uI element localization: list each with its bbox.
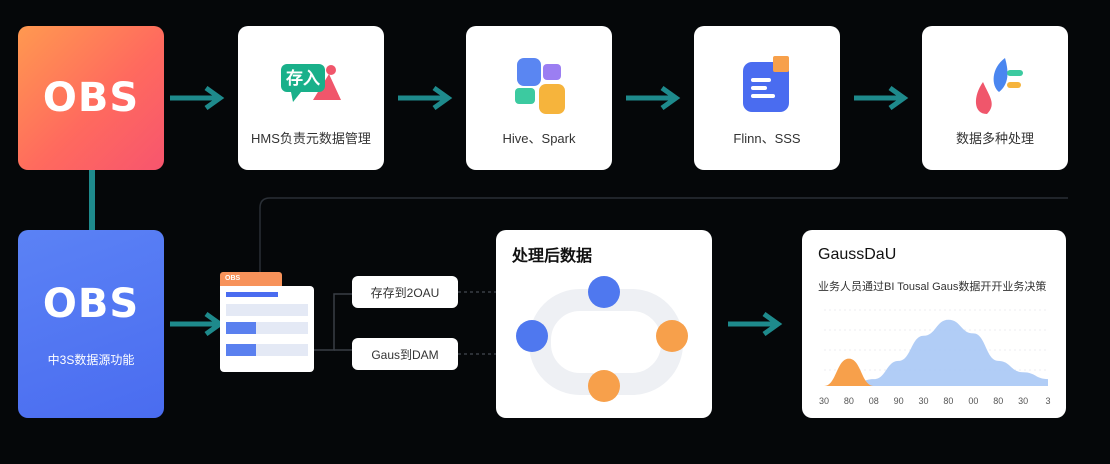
x-tick-label: 90	[894, 396, 904, 406]
obs-subtitle: 中3S数据源功能	[47, 352, 135, 367]
table-header-row	[226, 292, 278, 297]
area-series-1	[824, 319, 1048, 386]
obs-source-box: OBS	[18, 26, 164, 170]
stream-icon	[743, 56, 789, 112]
arrow-right-icon	[728, 312, 783, 336]
gauss-panel-title: GaussDaU	[818, 246, 897, 263]
step-label-hms: HMS负责元数据管理	[251, 131, 371, 146]
node-right	[656, 320, 688, 352]
cycle-graph	[516, 276, 688, 402]
node-left	[516, 320, 548, 352]
vertical-connector	[89, 170, 95, 230]
area-chart: 30 80 08 90 30 80 00 80 30 3	[819, 309, 1051, 406]
x-tick-label: 80	[993, 396, 1003, 406]
pill-store: 存存到2OAU	[352, 276, 458, 308]
x-tick-label: 3	[1045, 396, 1050, 406]
step-card-hive-spark: Hive、Spark	[466, 26, 612, 170]
arrow-right-icon	[854, 86, 909, 110]
arrow-right-icon	[398, 86, 453, 110]
step-label-multi-process: 数据多种处理	[955, 131, 1034, 146]
store-in-icon: 存入	[281, 64, 341, 102]
table-row	[226, 304, 308, 316]
table-card: OBS	[220, 272, 314, 372]
area-series-0	[824, 358, 1048, 386]
step-label-flink: Flinn、SSS	[733, 131, 801, 146]
x-tick-label: 80	[943, 396, 953, 406]
dashed-connector	[458, 291, 496, 355]
table-row-highlight	[226, 322, 256, 334]
obs-datasource-box: OBS 中3S数据源功能	[18, 230, 164, 418]
processed-data-panel: 处理后数据	[496, 230, 712, 418]
store-in-icon-text: 存入	[286, 68, 320, 89]
processed-panel-title: 处理后数据	[512, 248, 593, 265]
branch-connector	[314, 293, 352, 351]
flow-outline	[259, 197, 1068, 284]
step-card-flink: Flinn、SSS	[694, 26, 840, 170]
table-tab: OBS	[220, 272, 282, 288]
table-body	[220, 286, 314, 372]
gauss-panel-subtitle: 业务人员通过BI Tousal Gaus数据开开业务决策	[818, 281, 1047, 293]
x-tick-label: 00	[968, 396, 978, 406]
x-tick-label: 30	[919, 396, 929, 406]
obs-title: OBS	[42, 75, 140, 121]
table-row-highlight	[226, 344, 256, 356]
step-card-hms: 存入 HMS负责元数据管理	[238, 26, 384, 170]
x-tick-label: 08	[869, 396, 879, 406]
node-top	[588, 276, 620, 308]
pill-gauss: Gaus到DAM	[352, 338, 458, 370]
node-bottom	[588, 370, 620, 402]
gauss-panel: GaussDaU 业务人员通过BI Tousal Gaus数据开开业务决策 30…	[802, 230, 1066, 418]
x-tick-label: 30	[1018, 396, 1028, 406]
arrow-right-icon	[170, 86, 225, 110]
step-label-hive-spark: Hive、Spark	[502, 131, 576, 146]
arrow-right-icon	[170, 312, 225, 336]
arrow-right-icon	[626, 86, 681, 110]
table-tab-label: OBS	[225, 275, 241, 282]
multi-process-icon	[975, 58, 1023, 114]
obs-title-bottom: OBS	[42, 280, 140, 327]
compute-blocks-icon	[515, 58, 565, 114]
step-card-multi-process: 数据多种处理	[922, 26, 1068, 170]
x-tick-label: 80	[844, 396, 854, 406]
x-tick-label: 30	[819, 396, 829, 406]
